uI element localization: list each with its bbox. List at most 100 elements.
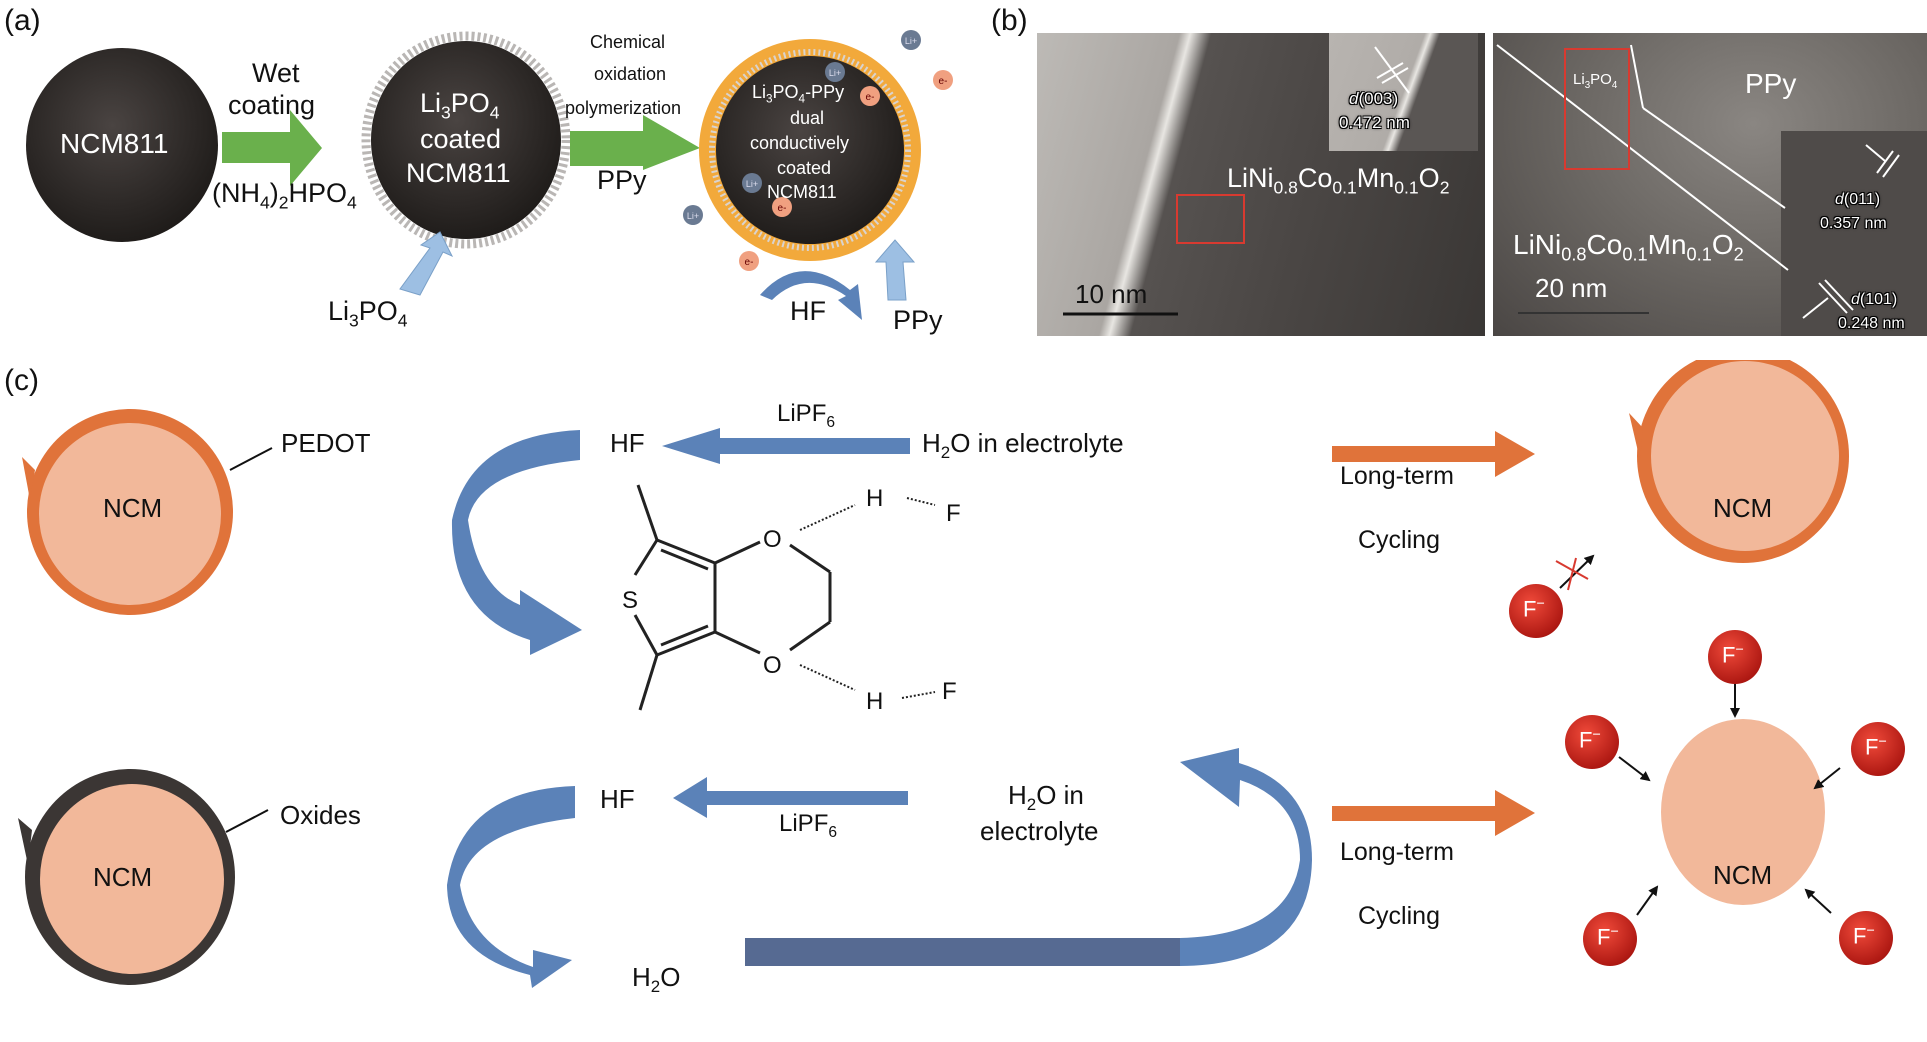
pedot-label: PEDOT bbox=[281, 428, 371, 458]
ncm-label-top-right: NCM bbox=[1713, 493, 1773, 523]
interface-line-2 bbox=[1630, 44, 1644, 109]
lipf6-label-bottom: LiPF6 bbox=[779, 810, 838, 841]
fluoride-label: F− bbox=[1523, 596, 1545, 622]
oxide-coated-ncm bbox=[18, 769, 235, 985]
electron-icon: e- bbox=[739, 251, 759, 271]
material-label-right: LiNi0.8Co0.1Mn0.1O2 bbox=[1513, 229, 1744, 265]
ppy-input-arrow bbox=[874, 239, 916, 301]
hf-loop-arrow-top bbox=[451, 430, 582, 655]
fluoride-attack-arrows bbox=[1618, 680, 1841, 916]
h2o-return-bar bbox=[745, 938, 1180, 966]
panel-c-label: (c) bbox=[4, 364, 39, 397]
svg-text:Li+: Li+ bbox=[687, 211, 699, 221]
ppy-reagent-label: PPy bbox=[597, 165, 647, 195]
pedot-ncm-after-cycling bbox=[1629, 360, 1849, 563]
atom-f2: F bbox=[942, 678, 957, 705]
atom-s: S bbox=[622, 587, 639, 614]
cycling-label-bottom: Cycling bbox=[1358, 902, 1440, 930]
electron-icon: e- bbox=[772, 197, 792, 217]
h2o-electrolyte-label-top: H2O in electrolyte bbox=[922, 428, 1124, 463]
li-ion-icon: Li+ bbox=[901, 30, 921, 50]
panel-c-graphics bbox=[18, 360, 1905, 988]
region-box bbox=[1176, 194, 1245, 244]
scale-bar-label-left: 10 nm bbox=[1075, 279, 1148, 309]
fluoride-ion bbox=[1565, 715, 1619, 769]
hf-curved-arrow bbox=[760, 271, 862, 320]
interface-line-1 bbox=[1496, 44, 1789, 271]
svg-text:Li+: Li+ bbox=[829, 68, 841, 78]
inset-spacing-101: 0.248 nm bbox=[1838, 315, 1905, 332]
atom-h1: H bbox=[866, 485, 884, 512]
tem-image-right: Li3PO4 PPy LiNi0.8Co0.1Mn0.1O2 20 nm d(0… bbox=[1493, 33, 1927, 336]
oxidation-label: oxidation bbox=[594, 64, 667, 84]
fluoride-ion bbox=[1583, 912, 1637, 966]
long-term-label-top: Long-term bbox=[1340, 462, 1454, 490]
li3po4-tem-label: Li3PO4 bbox=[1573, 71, 1618, 91]
inset-spacing-011: 0.357 nm bbox=[1820, 215, 1887, 232]
particle2-line3: NCM811 bbox=[406, 158, 511, 188]
ncm-label-bottom-left: NCM bbox=[93, 862, 153, 892]
long-term-arrow-bottom bbox=[1332, 790, 1535, 836]
fluoride-label: F− bbox=[1579, 727, 1601, 753]
inset-plane-011: d(011) bbox=[1835, 191, 1881, 208]
li3po4-input-arrow bbox=[399, 231, 454, 296]
particle3-line5: NCM811 bbox=[767, 182, 837, 202]
cycling-label-top: Cycling bbox=[1358, 526, 1440, 554]
electron-icon: e- bbox=[933, 70, 953, 90]
h2o-label-bottom: H2O bbox=[632, 962, 681, 997]
tem-right-annotations bbox=[1496, 44, 1900, 319]
lipf6-arrow-top bbox=[662, 428, 910, 464]
li3po4-label: Li3PO4 bbox=[328, 296, 408, 331]
inset-plane-003: d(003) bbox=[1349, 89, 1399, 108]
fluoride-ion bbox=[1851, 722, 1905, 776]
ncm-attacked bbox=[1661, 719, 1825, 905]
hf-label-top: HF bbox=[610, 428, 645, 458]
fluoride-label: F− bbox=[1722, 642, 1744, 668]
fluoride-ion bbox=[1839, 911, 1893, 965]
particle3-line1: Li3PO4-PPy bbox=[752, 82, 845, 106]
long-term-arrow-top bbox=[1332, 431, 1535, 477]
svg-text:e-: e- bbox=[745, 257, 754, 268]
ppy-tem-label: PPy bbox=[1745, 68, 1797, 99]
fluoride-ion bbox=[1708, 630, 1762, 684]
lipf6-arrow-bottom bbox=[673, 777, 908, 818]
pedot-leader-line bbox=[229, 447, 273, 471]
oxides-leader-line bbox=[225, 809, 269, 833]
particle3-line2: dual bbox=[790, 108, 825, 128]
atom-o2: O bbox=[763, 652, 782, 679]
electron-icon: e- bbox=[860, 86, 880, 106]
fluoride-label: F− bbox=[1865, 734, 1887, 760]
particle2-line2: coated bbox=[420, 124, 502, 154]
fluoride-label: F− bbox=[1597, 924, 1619, 950]
panel-a-graphics: Li+ Li+ Li+ Li+ e- e- e- e- bbox=[26, 30, 953, 320]
hf-loop-arrow-bottom bbox=[447, 786, 575, 988]
li-ion-icon: Li+ bbox=[742, 173, 762, 193]
hf-label-a: HF bbox=[790, 296, 826, 326]
inset-hrtem-011-101 bbox=[1781, 131, 1927, 336]
oxides-label: Oxides bbox=[280, 800, 361, 830]
h2o-in-label: H2O in bbox=[1008, 780, 1084, 815]
li3po4-region-box bbox=[1564, 48, 1630, 170]
panel-a-label: (a) bbox=[4, 4, 41, 37]
atom-o1: O bbox=[763, 526, 782, 553]
svg-text:e-: e- bbox=[866, 92, 875, 103]
long-term-label-bottom: Long-term bbox=[1340, 838, 1454, 866]
hf-label-bottom: HF bbox=[600, 784, 635, 814]
atom-h2: H bbox=[866, 688, 884, 715]
svg-text:e-: e- bbox=[778, 203, 787, 214]
chemical-label: Chemical bbox=[590, 32, 666, 52]
particle2-line1: Li3PO4 bbox=[420, 88, 500, 123]
h2o-return-arrow bbox=[1180, 748, 1312, 966]
li-ion-icon: Li+ bbox=[825, 62, 845, 82]
pedot-coated-ncm bbox=[22, 409, 233, 615]
interface-line-3 bbox=[1642, 107, 1786, 209]
svg-text:Li+: Li+ bbox=[746, 179, 758, 189]
lipf6-label-top: LiPF6 bbox=[777, 400, 836, 431]
particle3-line4: coated bbox=[777, 158, 832, 178]
particle3-line3: conductively bbox=[750, 133, 850, 153]
fluoride-label: F− bbox=[1853, 923, 1875, 949]
inset-spacing-003: 0.472 nm bbox=[1339, 113, 1410, 132]
reagent-nh4-2hpo4: (NH4)2HPO4 bbox=[212, 178, 357, 213]
ncm-label-top-left: NCM bbox=[103, 493, 163, 523]
electrolyte-label: electrolyte bbox=[980, 816, 1099, 846]
